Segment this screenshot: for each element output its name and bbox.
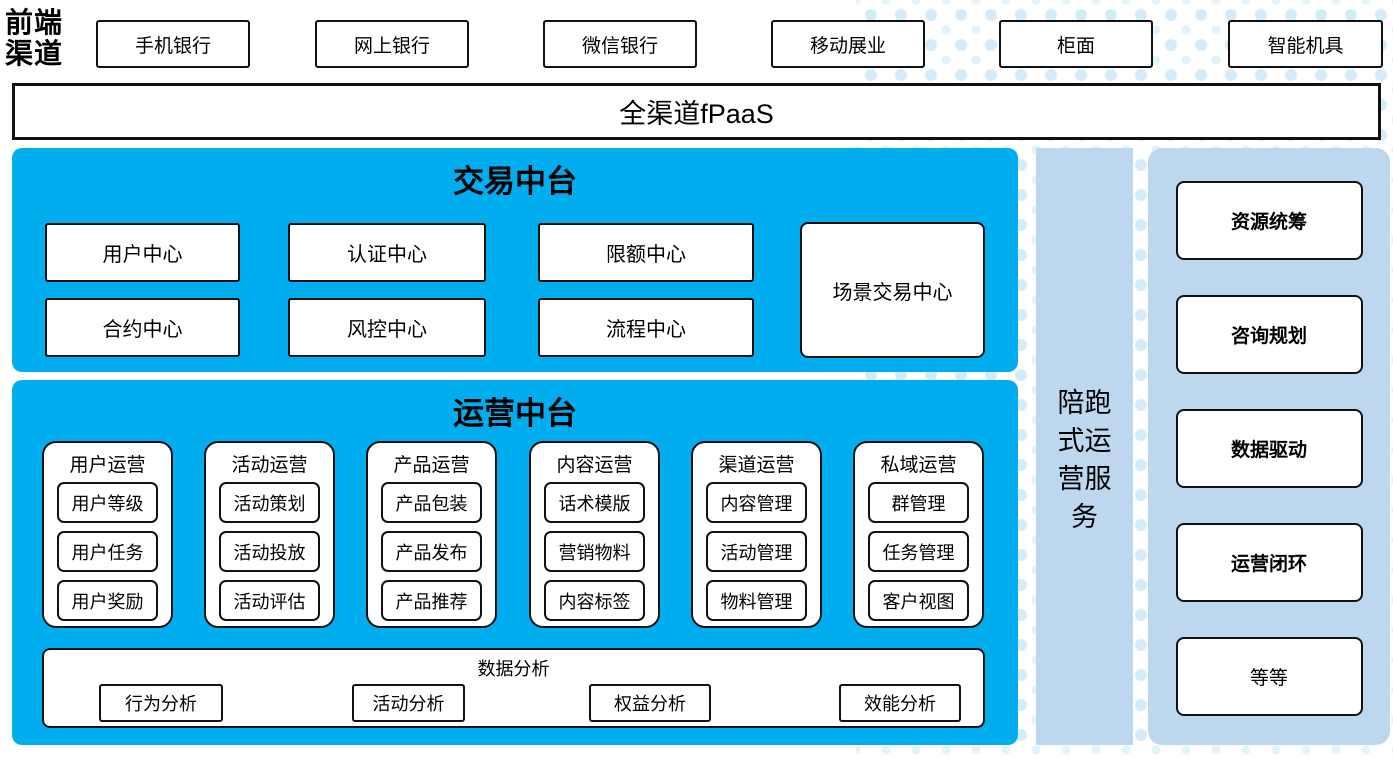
op-column-header: 内容运营 <box>556 455 633 476</box>
channel-box-counter: 柜面 <box>999 20 1153 68</box>
op-item: 物料管理 <box>706 580 807 621</box>
analysis-item-activity: 活动分析 <box>352 684 465 722</box>
op-item: 客户视图 <box>868 580 969 621</box>
service-box-consulting: 咨询规划 <box>1175 295 1363 374</box>
op-item: 活动评估 <box>219 580 320 621</box>
channel-box-mobile-banking: 手机银行 <box>96 20 250 68</box>
operation-platform-title: 运营中台 <box>453 396 577 431</box>
op-column-user: 用户运营 用户等级 用户任务 用户奖励 <box>42 441 173 628</box>
op-item: 内容管理 <box>706 482 807 523</box>
op-column-channel: 渠道运营 内容管理 活动管理 物料管理 <box>691 441 822 628</box>
channel-box-mobile-outreach: 移动展业 <box>771 20 925 68</box>
op-item: 产品发布 <box>381 531 482 572</box>
data-analysis-header: 数据分析 <box>477 659 550 679</box>
op-item: 用户等级 <box>57 482 158 523</box>
service-box-resource-planning: 资源统筹 <box>1175 181 1363 260</box>
center-box-process: 流程中心 <box>538 298 754 357</box>
center-box-risk: 风控中心 <box>288 298 486 357</box>
service-box-data-driven: 数据驱动 <box>1175 409 1363 488</box>
channel-box-wechat-banking: 微信银行 <box>543 20 697 68</box>
service-box-etc: 等等 <box>1175 637 1363 716</box>
channel-box-online-banking: 网上银行 <box>315 20 469 68</box>
op-item: 话术模版 <box>544 482 645 523</box>
accompanying-service-bar: 陪跑式运营服务 <box>1036 148 1133 745</box>
op-item: 内容标签 <box>544 580 645 621</box>
op-column-header: 活动运营 <box>231 455 308 476</box>
right-service-panel: 资源统筹 咨询规划 数据驱动 运营闭环 等等 <box>1148 148 1390 745</box>
trade-platform-title: 交易中台 <box>453 164 577 199</box>
op-column-header: 产品运营 <box>393 455 470 476</box>
center-box-contract: 合约中心 <box>45 298 240 357</box>
center-box-scene-trade: 场景交易中心 <box>800 222 985 358</box>
op-item: 用户奖励 <box>57 580 158 621</box>
center-box-auth: 认证中心 <box>288 223 486 282</box>
op-item: 产品包装 <box>381 482 482 523</box>
channel-box-smart-devices: 智能机具 <box>1228 20 1383 68</box>
center-box-user: 用户中心 <box>45 223 240 282</box>
service-box-operation-loop: 运营闭环 <box>1175 523 1363 602</box>
fpaas-bar: 全渠道fPaaS <box>12 83 1381 140</box>
accompanying-service-label: 陪跑式运营服务 <box>1057 388 1112 532</box>
center-box-limit: 限额中心 <box>538 223 754 282</box>
op-column-content: 内容运营 话术模版 营销物料 内容标签 <box>529 441 660 628</box>
op-column-header: 渠道运营 <box>718 455 795 476</box>
op-item: 活动策划 <box>219 482 320 523</box>
front-channel-label: 前端渠道 <box>5 8 64 70</box>
op-item: 用户任务 <box>57 531 158 572</box>
trade-platform-panel: 交易中台 用户中心 认证中心 限额中心 合约中心 风控中心 流程中心 场景交易中… <box>12 148 1018 372</box>
analysis-item-behavior: 行为分析 <box>99 684 223 722</box>
op-item: 活动管理 <box>706 531 807 572</box>
operation-platform-panel: 运营中台 用户运营 用户等级 用户任务 用户奖励 活动运营 活动策划 活动投放 … <box>12 380 1018 745</box>
op-item: 任务管理 <box>868 531 969 572</box>
data-analysis-box: 数据分析 行为分析 活动分析 权益分析 效能分析 <box>42 648 985 728</box>
op-item: 产品推荐 <box>381 580 482 621</box>
op-column-product: 产品运营 产品包装 产品发布 产品推荐 <box>366 441 497 628</box>
analysis-item-efficiency: 效能分析 <box>839 684 961 722</box>
op-column-activity: 活动运营 活动策划 活动投放 活动评估 <box>204 441 335 628</box>
analysis-item-rights: 权益分析 <box>589 684 711 722</box>
op-column-header: 私域运营 <box>880 455 957 476</box>
op-item: 活动投放 <box>219 531 320 572</box>
op-column-header: 用户运营 <box>69 455 146 476</box>
op-item: 群管理 <box>868 482 969 523</box>
op-column-private-domain: 私域运营 群管理 任务管理 客户视图 <box>853 441 984 628</box>
op-item: 营销物料 <box>544 531 645 572</box>
